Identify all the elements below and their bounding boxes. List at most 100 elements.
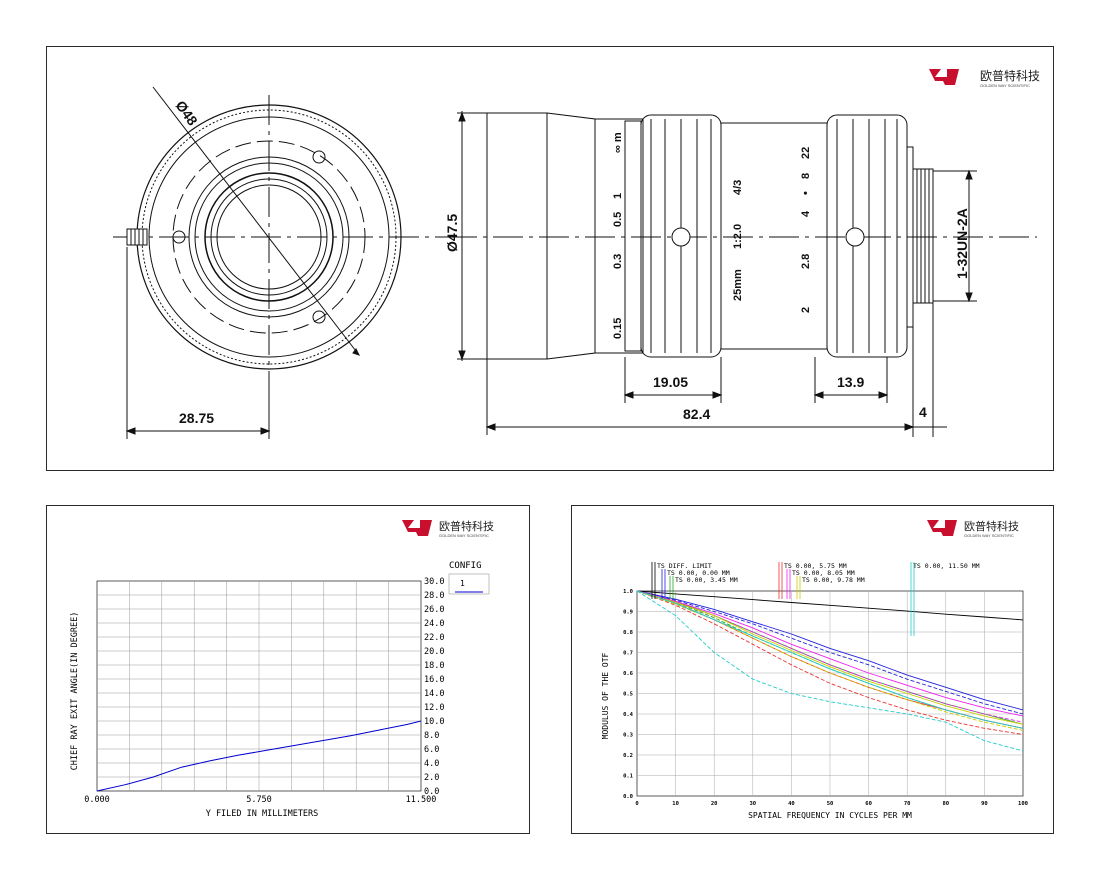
cra-x-axis-label: Y FILED IN MILLIMETERS	[206, 809, 319, 819]
logo-mark-icon	[402, 520, 432, 536]
config-label: CONFIG	[449, 561, 482, 571]
cra-y-tick-label: 10.0	[424, 717, 444, 727]
cra-series	[96, 720, 422, 792]
cra-y-tick-label: 12.0	[424, 703, 444, 713]
focus-mark: 0.5	[612, 212, 624, 227]
mtf-y-tick-label: 0.4	[623, 712, 634, 718]
mtf-x-tick-label: 10	[672, 801, 679, 807]
cra-y-tick-label: 4.0	[424, 759, 439, 769]
max-aperture-mark: 1:2.0	[732, 224, 744, 249]
mtf-y-tick-label: 0.3	[623, 733, 633, 739]
logo: 欧普特科技 GOLDEN WAY SCIENTIFIC	[402, 519, 494, 538]
cra-y-tick-label: 14.0	[424, 689, 444, 699]
mtf-legend-label: TS 0.00, 8.05 MM	[792, 569, 855, 577]
cra-y-tick-label: 22.0	[424, 633, 444, 643]
cra-chart-panel: 欧普特科技 GOLDEN WAY SCIENTIFIC 0.0 2.0 4.0 6.0…	[46, 505, 530, 834]
mtf-legend-label: TS 0.00, 5.75 MM	[784, 562, 847, 570]
body-diameter-label: Ø47.5	[444, 214, 460, 252]
logo-subtitle: GOLDEN WAY SCIENTIFIC	[964, 533, 1014, 538]
logo-subtitle: GOLDEN WAY SCIENTIFIC	[439, 533, 489, 538]
focus-mark: 0.3	[612, 254, 624, 269]
focal-length-mark: 25mm	[732, 269, 744, 301]
mtf-y-tick-label: 0.9	[623, 610, 633, 616]
cra-chart: 欧普特科技 GOLDEN WAY SCIENTIFIC 0.0 2.0 4.0 6.0…	[70, 519, 494, 819]
thread-label: 1-32UN-2A	[954, 208, 970, 279]
focus-mark: 0.15	[612, 318, 624, 339]
mtf-legend-label: TS DIFF. LIMIT	[657, 562, 712, 570]
cra-x-tick-label: 11.500	[406, 795, 437, 805]
cra-x-tick-label: 0.000	[84, 795, 110, 805]
front-view: Ø48 28.75	[113, 86, 465, 439]
logo-name: 欧普特科技	[980, 68, 1040, 83]
mtf-y-tick-label: 0.2	[623, 753, 633, 759]
focus-mark: 1	[612, 193, 624, 199]
mtf-series-line	[636, 590, 1024, 752]
ring2-width-label: 13.9	[837, 374, 864, 390]
focus-mark: ∞ m	[612, 132, 624, 153]
mtf-x-tick-label: 80	[942, 801, 949, 807]
aperture-dot: •	[800, 191, 812, 195]
cra-series-line	[96, 720, 422, 792]
logo-name: 欧普特科技	[964, 519, 1019, 533]
cra-x-tick-label: 5.750	[246, 795, 272, 805]
aperture-mark: 22	[800, 147, 812, 159]
mtf-y-tick-label: 0.7	[623, 651, 633, 657]
mtf-y-tick-label: 1.0	[623, 589, 633, 595]
sensor-format-mark: 4/3	[732, 180, 744, 195]
mtf-x-tick-label: 40	[788, 801, 795, 807]
mtf-x-tick-label: 20	[711, 801, 718, 807]
cra-y-tick-label: 16.0	[424, 675, 444, 685]
mtf-legend-label: TS 0.00, 3.45 MM	[675, 576, 738, 584]
cra-y-tick-label: 28.0	[424, 591, 444, 601]
cra-y-ticks: 0.02.04.06.08.010.012.014.016.018.020.02…	[424, 577, 444, 797]
logo: 欧普特科技 GOLDEN WAY SCIENTIFIC	[929, 68, 1040, 88]
cra-y-tick-label: 26.0	[424, 605, 444, 615]
mtf-x-tick-label: 70	[904, 801, 911, 807]
logo-mark-icon	[929, 69, 959, 85]
mtf-x-tick-label: 0	[635, 801, 638, 807]
cra-y-tick-label: 20.0	[424, 647, 444, 657]
total-length-label: 82.4	[683, 406, 710, 422]
cra-grid	[96, 580, 422, 792]
front-diameter-label: Ø48	[173, 98, 201, 129]
mtf-legend-label: TS 0.00, 11.50 MM	[913, 562, 980, 570]
mtf-y-axis-label: MODULUS OF THE OTF	[601, 652, 610, 739]
mount-length-label: 4	[919, 404, 927, 420]
aperture-mark: 4	[800, 210, 812, 217]
mtf-chart: 欧普特科技 GOLDEN WAY SCIENTIFIC 0.00.10.20.3…	[601, 519, 1028, 820]
mtf-series-line	[636, 590, 1024, 725]
mtf-series-line	[636, 590, 1024, 735]
side-view: Ø47.5 0.15 0.3 0.5 1 ∞ m 25mm 1:2.0 4/3	[444, 111, 1037, 437]
lens-drawing-panel: 欧普特科技 GOLDEN WAY SCIENTIFIC Ø48	[46, 46, 1054, 471]
logo-subtitle: GOLDEN WAY SCIENTIFIC	[980, 83, 1030, 88]
cra-y-tick-label: 8.0	[424, 731, 439, 741]
mtf-y-tick-label: 0.5	[623, 692, 633, 698]
mtf-y-ticks: 0.00.10.20.30.40.50.60.70.80.91.0	[623, 589, 634, 800]
cra-y-tick-label: 0.0	[424, 787, 439, 797]
mtf-series-line	[636, 590, 1024, 717]
logo: 欧普特科技 GOLDEN WAY SCIENTIFIC	[927, 519, 1019, 538]
cra-y-tick-label: 6.0	[424, 745, 439, 755]
mtf-x-axis-label: SPATIAL FREQUENCY IN CYCLES PER MM	[748, 811, 912, 820]
aperture-mark: 8	[800, 173, 812, 179]
lens-drawing: 欧普特科技 GOLDEN WAY SCIENTIFIC Ø48	[113, 68, 1040, 439]
knurl-screw	[126, 228, 148, 246]
mtf-x-tick-label: 30	[749, 801, 756, 807]
cra-y-axis-label: CHIEF RAY EXIT ANGLE(IN DEGREE)	[70, 612, 80, 771]
mtf-legend-label: TS 0.00, 9.78 MM	[802, 576, 865, 584]
mtf-x-tick-label: 50	[827, 801, 834, 807]
mtf-y-tick-label: 0.1	[623, 774, 634, 780]
mtf-x-tick-label: 90	[981, 801, 988, 807]
mtf-legend-label: TS 0.00, 0.00 MM	[667, 569, 730, 577]
cra-y-tick-label: 24.0	[424, 619, 444, 629]
mtf-x-tick-label: 60	[865, 801, 872, 807]
mtf-series-line	[636, 590, 1024, 729]
cra-x-ticks: 0.000 5.750 11.500	[84, 795, 436, 805]
aperture-mark: 2.8	[800, 254, 812, 269]
logo-mark-icon	[927, 520, 957, 536]
logo-name: 欧普特科技	[439, 519, 494, 533]
cra-y-tick-label: 2.0	[424, 773, 439, 783]
